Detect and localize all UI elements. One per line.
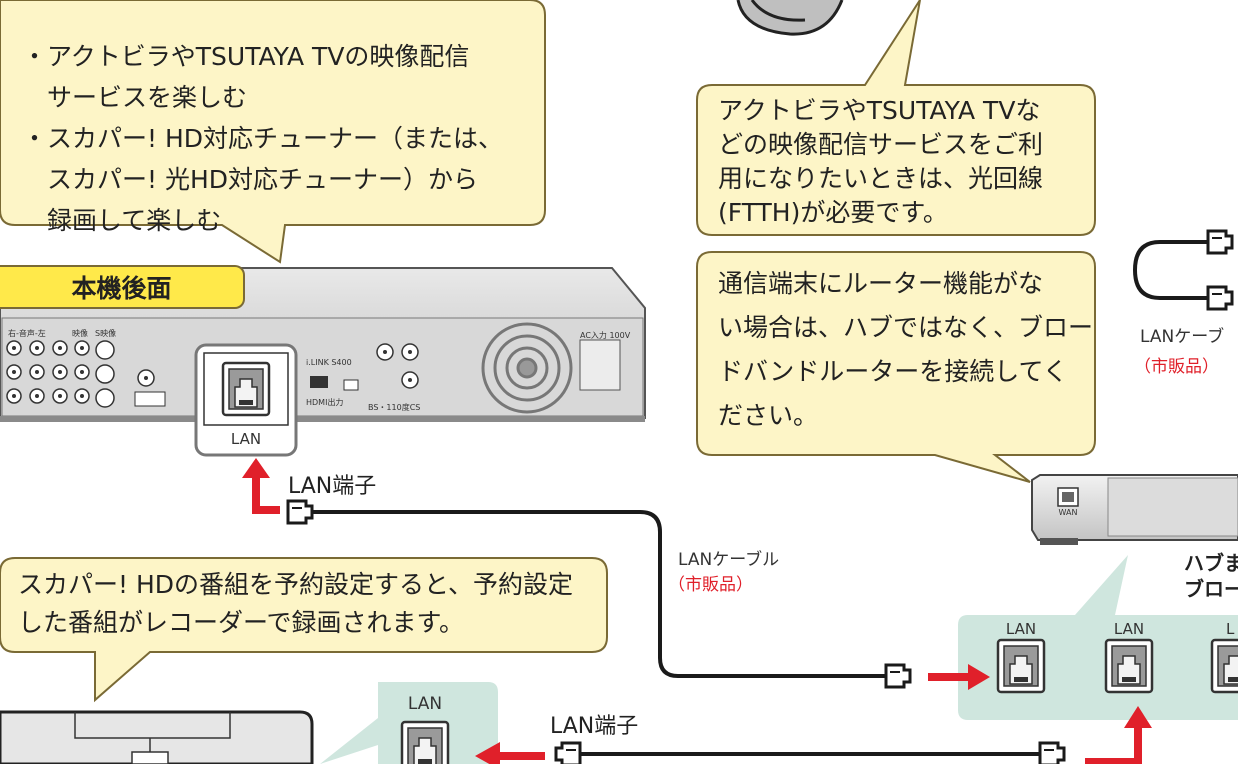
bubble-line: い場合は、ハブではなく、ブロー [718, 313, 1094, 342]
ac-in-label: AC入力 100V [580, 331, 631, 340]
bubble-line: サービスを楽しむ [22, 83, 248, 112]
bubble-bottom-left-text: スカパー! HDの番組を予約設定すると、予約設定 した番組がレコーダーで録画され… [18, 566, 573, 642]
hub-port-label-3: L [1226, 620, 1235, 638]
hub-title-line-2: ブロー [1184, 577, 1238, 601]
hub-port-label-2: LAN [1113, 620, 1145, 638]
bubble-line: アクトビラやTSUTAYA TVな [718, 96, 1041, 125]
recorder-lan-label: LAN [230, 430, 262, 448]
bubble-top-left-shape [0, 0, 546, 264]
bubble-line: 録画して楽しむ [22, 206, 222, 235]
rear-panel-tag: 本機後面 [0, 265, 245, 309]
red-arrow-icon [242, 458, 1152, 764]
hdmi-out-label: HDMI出力 [306, 398, 344, 407]
lan-terminal-label-top: LAN端子 [288, 474, 377, 499]
cable-right-note: （市販品） [1134, 357, 1219, 377]
lan-terminal-label-bottom: LAN端子 [550, 714, 639, 739]
bubble-mid-right-text: 通信端末にルーター機能がな い場合は、ハブではなく、ブロー ドバンドルーターを接… [718, 262, 1093, 438]
cable-mid-label: LANケーブル [678, 550, 780, 570]
cable-mid-note: （市販品） [668, 575, 753, 595]
bubble-line: スカパー! HDの番組を予約設定すると、予約設定 [18, 570, 574, 599]
bubble-line: ださい。 [718, 401, 819, 430]
audio-out-label: 右-音声-左 [8, 329, 46, 338]
rear-panel-label: 本機後面 [71, 274, 172, 303]
hub-port-label-1: LAN [1005, 620, 1037, 638]
globe-icon [736, 0, 844, 36]
lan-cable-middle [312, 510, 890, 678]
router-device [1031, 474, 1238, 545]
bubble-line: ・アクトビラやTSUTAYA TVの映像配信 [22, 42, 470, 71]
bubble-line: した番組がレコーダーで録画されます。 [18, 608, 465, 637]
s-video-label: S映像 [95, 329, 117, 338]
bubble-line: 用になりたいときは、光回線 [718, 164, 1044, 193]
bubble-bottom-left-shape [0, 557, 608, 703]
hub-title-line-1: ハブま [1184, 551, 1238, 575]
ilink-label: i.LINK S400 [306, 358, 352, 367]
bubble-line: ドバンドルーターを接続してく [718, 357, 1068, 386]
video-label: 映像 [72, 329, 88, 338]
cooling-fan-icon [481, 322, 573, 414]
bubble-line: スカパー! 光HD対応チューナー）から [22, 165, 479, 194]
bubble-mid-right-shape [696, 251, 1096, 483]
bubble-line: (FTTH)が必要です。 [718, 198, 948, 227]
bubble-line: 通信端末にルーター機能がな [718, 269, 1044, 298]
bubble-line: どの映像配信サービスをご利 [718, 130, 1044, 159]
hub-panel [958, 555, 1238, 720]
tuner-device [0, 710, 314, 764]
tuner-lan-label: LAN [407, 694, 443, 714]
lan-cable-right-loop [1132, 240, 1210, 300]
bubble-line: ・スカパー! HD対応チューナー（または、 [22, 124, 504, 153]
router-wan-label: WAN [1058, 508, 1078, 517]
bubble-top-left-text: ・アクトビラやTSUTAYA TVの映像配信 サービスを楽しむ ・スカパー! H… [22, 36, 503, 241]
bubble-top-right-text: アクトビラやTSUTAYA TVな どの映像配信サービスをご利 用になりたいとき… [718, 94, 1043, 230]
tuner-lan-panel [320, 682, 498, 764]
bs-cs-label: BS・110度CS [368, 403, 421, 412]
cable-right-label: LANケーブ [1140, 327, 1225, 347]
bubble-top-right-shape [696, 0, 1096, 236]
